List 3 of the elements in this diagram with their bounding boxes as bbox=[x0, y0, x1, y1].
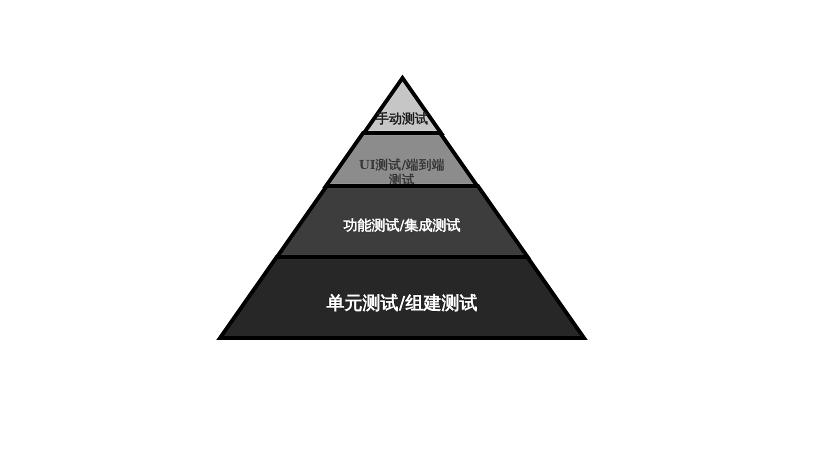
level-label: 功能测试/集成测试 bbox=[342, 218, 462, 235]
level-label: 手动测试 bbox=[375, 112, 429, 128]
level-label: 单元测试/组建测试 bbox=[326, 293, 478, 316]
